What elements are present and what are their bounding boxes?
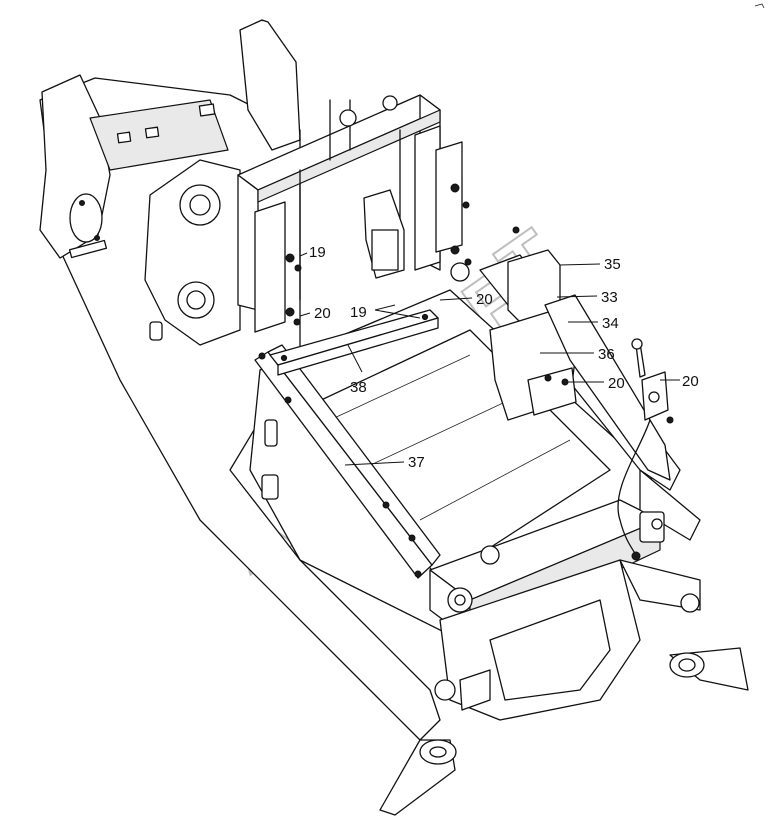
callout-37: 37 [408, 454, 425, 471]
callout-20-center: 20 [476, 291, 493, 308]
corner-mark [754, 3, 765, 9]
callout-20-left: 20 [314, 305, 331, 322]
sensor-assembly [617, 338, 674, 561]
callout-35: 35 [604, 256, 621, 273]
callout-19-upper: 19 [309, 244, 326, 261]
callout-36: 36 [598, 346, 615, 363]
callout-19-center: 19 [350, 304, 367, 321]
callout-20-box: 20 [608, 375, 625, 392]
mounting-pads [254, 125, 570, 333]
leader-lines [299, 252, 680, 466]
callout-33: 33 [601, 289, 618, 306]
side-bracket-37 [254, 344, 441, 579]
cross-plate-38 [269, 309, 439, 376]
callouts: 19 19 20 20 20 20 33 34 35 36 37 38 [309, 244, 699, 471]
callout-20-sensor: 20 [682, 373, 699, 390]
callout-38: 38 [350, 379, 367, 396]
callout-34: 34 [602, 315, 619, 332]
battery-box-36 [489, 249, 671, 481]
